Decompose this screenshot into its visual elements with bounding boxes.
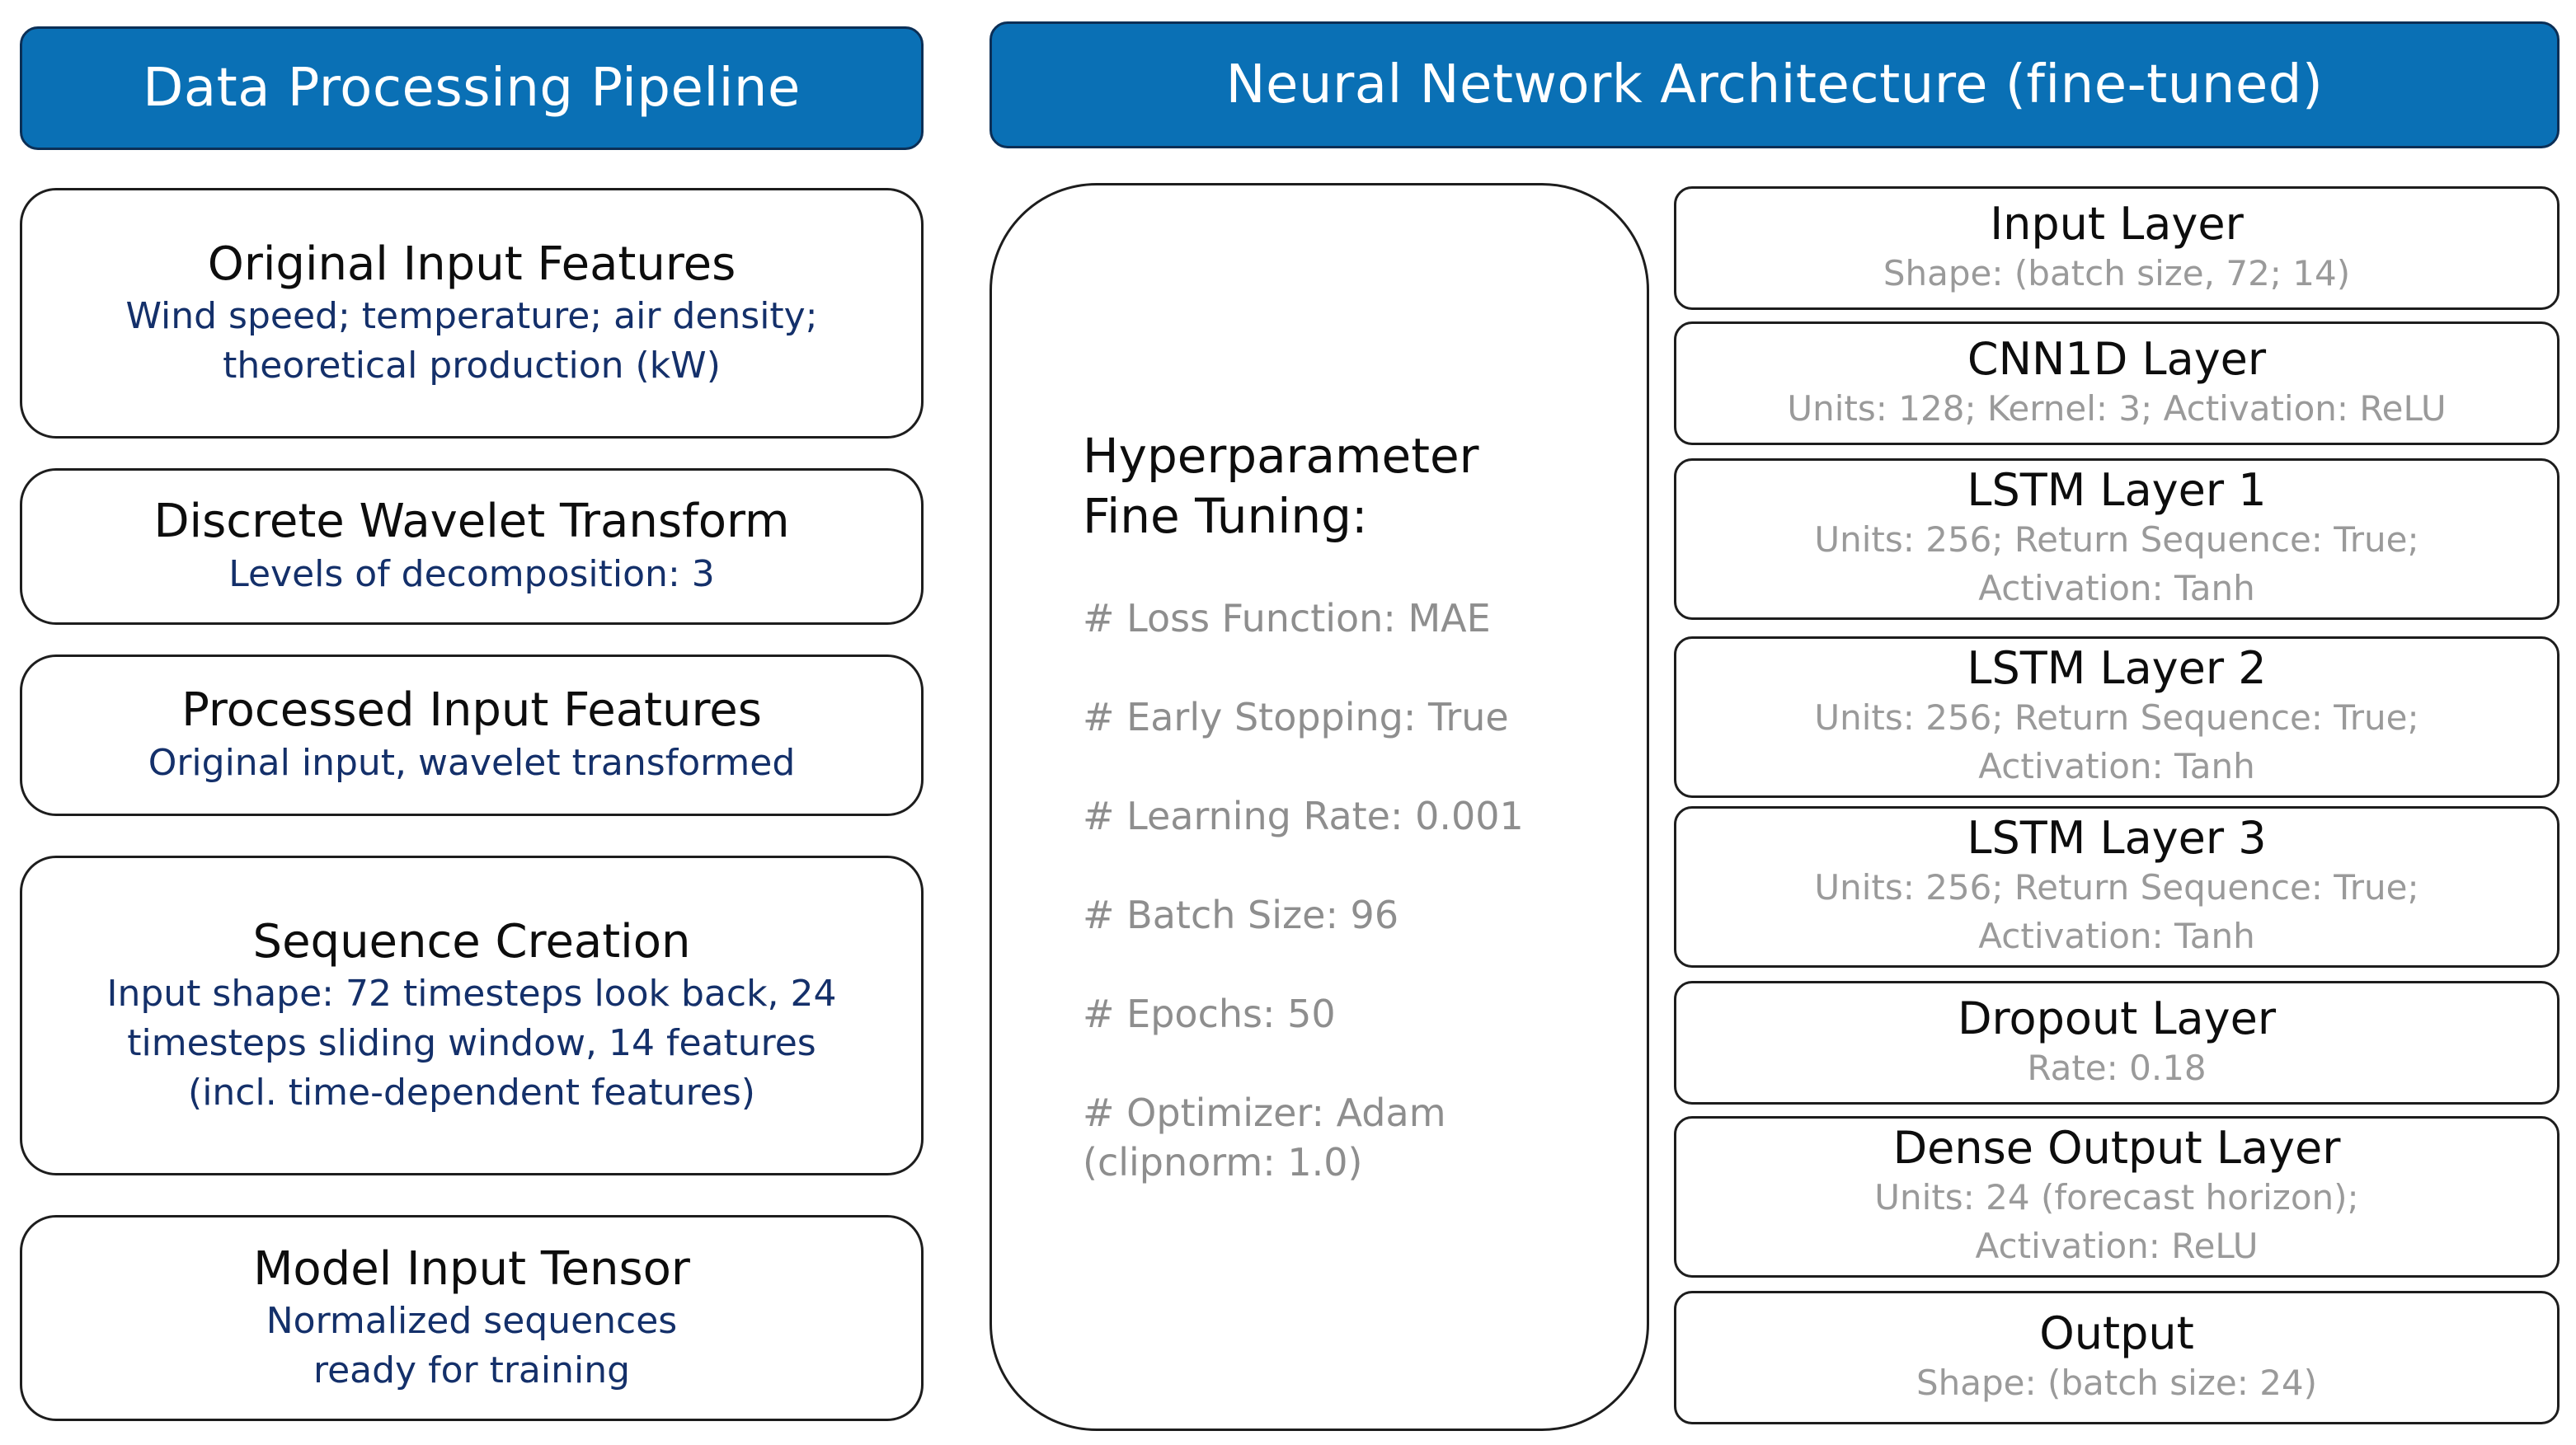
pipeline-step-desc: Levels of decomposition: 3	[228, 552, 715, 595]
pipeline-header-label: Data Processing Pipeline	[143, 58, 801, 119]
hyperparameter-optimizer: # Optimizer: Adam (clipnorm: 1.0)	[1083, 1091, 1446, 1185]
hyperparameter-epochs: # Epochs: 50	[1083, 992, 1336, 1036]
layer-desc: Rate: 0.18	[2027, 1047, 2207, 1088]
pipeline-step-title: Sequence Creation	[252, 914, 691, 969]
layer-desc: Units: 256; Return Sequence: True; Activ…	[1814, 697, 2419, 787]
pipeline-step-desc: Input shape: 72 timesteps look back, 24 …	[106, 972, 837, 1114]
layer-desc: Units: 256; Return Sequence: True; Activ…	[1814, 519, 2419, 609]
architecture-header: Neural Network Architecture (fine-tuned)	[990, 21, 2560, 148]
pipeline-step-desc: Wind speed; temperature; air density; th…	[125, 294, 818, 387]
layer-title: Output	[2039, 1307, 2194, 1359]
layer-lstm-2: LSTM Layer 2 Units: 256; Return Sequence…	[1674, 636, 2560, 798]
hyperparameter-title: Hyperparameter Fine Tuning:	[1083, 428, 1479, 544]
pipeline-step-sequence-creation: Sequence Creation Input shape: 72 timest…	[20, 856, 924, 1175]
layer-title: CNN1D Layer	[1967, 332, 2267, 385]
pipeline-step-title: Model Input Tensor	[253, 1241, 690, 1296]
layer-input: Input Layer Shape: (batch size, 72; 14)	[1674, 186, 2560, 310]
layer-title: LSTM Layer 1	[1967, 464, 2267, 517]
pipeline-step-title: Processed Input Features	[181, 683, 762, 738]
architecture-header-label: Neural Network Architecture (fine-tuned)	[1225, 54, 2324, 115]
layer-dropout: Dropout Layer Rate: 0.18	[1674, 981, 2560, 1105]
pipeline-step-wavelet-transform: Discrete Wavelet Transform Levels of dec…	[20, 468, 924, 625]
layer-title: LSTM Layer 3	[1967, 812, 2267, 865]
hyperparameter-learning-rate: # Learning Rate: 0.001	[1083, 794, 1524, 838]
layer-title: Input Layer	[1990, 197, 2244, 250]
pipeline-header: Data Processing Pipeline	[20, 26, 924, 150]
pipeline-step-original-input: Original Input Features Wind speed; temp…	[20, 188, 924, 439]
pipeline-step-processed-input: Processed Input Features Original input,…	[20, 654, 924, 816]
pipeline-step-title: Discrete Wavelet Transform	[153, 495, 790, 549]
pipeline-step-title: Original Input Features	[207, 237, 736, 291]
layer-lstm-3: LSTM Layer 3 Units: 256; Return Sequence…	[1674, 806, 2560, 968]
layer-title: Dense Output Layer	[1892, 1122, 2341, 1175]
layer-dense-output: Dense Output Layer Units: 24 (forecast h…	[1674, 1116, 2560, 1278]
hyperparameter-panel: Hyperparameter Fine Tuning: # Loss Funct…	[990, 183, 1649, 1431]
layer-title: Dropout Layer	[1957, 992, 2277, 1044]
layer-desc: Shape: (batch size: 24)	[1916, 1362, 2318, 1403]
layer-output: Output Shape: (batch size: 24)	[1674, 1291, 2560, 1424]
layer-cnn1d: CNN1D Layer Units: 128; Kernel: 3; Activ…	[1674, 321, 2560, 445]
layer-lstm-1: LSTM Layer 1 Units: 256; Return Sequence…	[1674, 458, 2560, 620]
layer-desc: Units: 256; Return Sequence: True; Activ…	[1814, 867, 2419, 957]
hyperparameter-batch-size: # Batch Size: 96	[1083, 893, 1399, 937]
pipeline-step-desc: Normalized sequences ready for training	[266, 1299, 678, 1391]
pipeline-step-desc: Original input, wavelet transformed	[148, 741, 796, 784]
layer-desc: Units: 24 (forecast horizon); Activation…	[1874, 1177, 2359, 1267]
layer-desc: Shape: (batch size, 72; 14)	[1883, 252, 2351, 293]
hyperparameter-early-stopping: # Early Stopping: True	[1083, 695, 1509, 739]
hyperparameter-loss-function: # Loss Function: MAE	[1083, 596, 1491, 640]
pipeline-step-model-input-tensor: Model Input Tensor Normalized sequences …	[20, 1215, 924, 1421]
layer-title: LSTM Layer 2	[1967, 642, 2267, 695]
layer-desc: Units: 128; Kernel: 3; Activation: ReLU	[1787, 387, 2447, 429]
